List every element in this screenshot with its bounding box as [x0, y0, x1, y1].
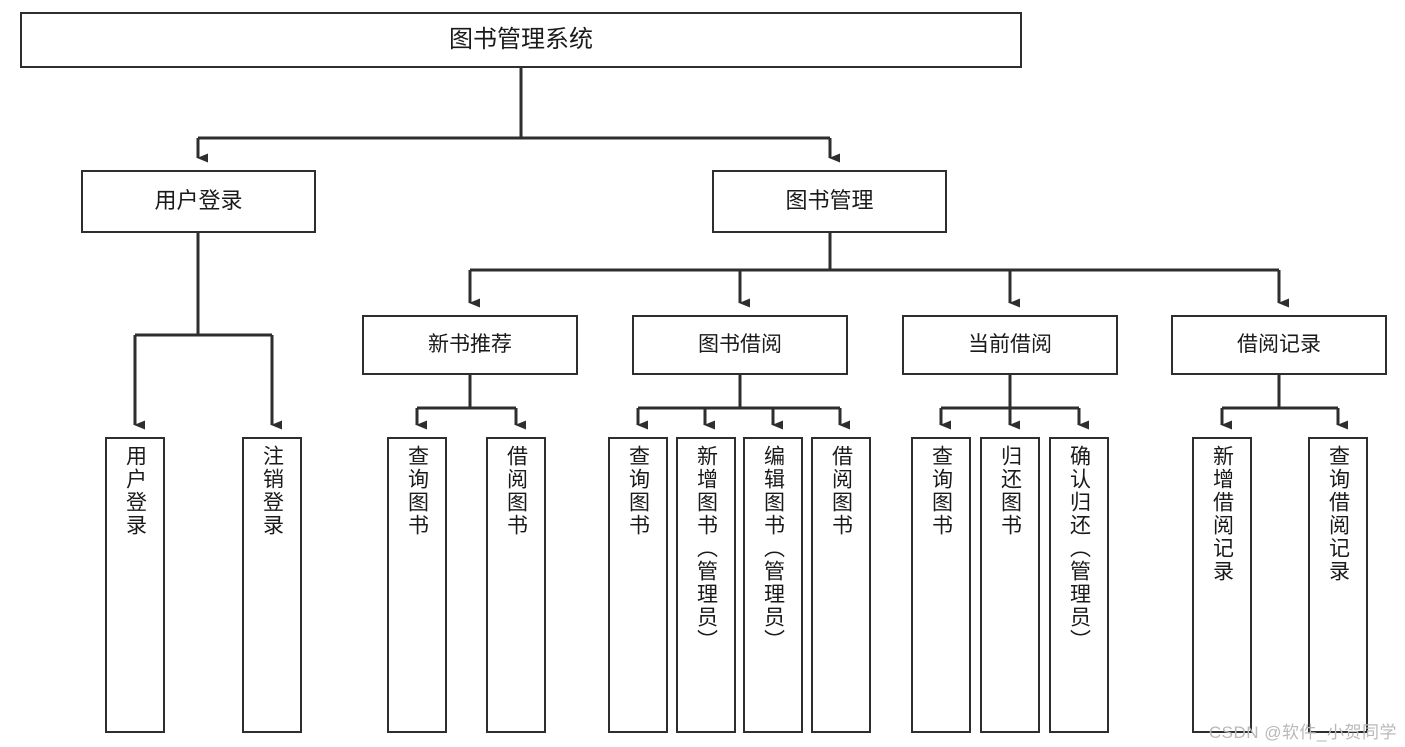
node-leaf-add-borrow-record[interactable]: 新增借阅记录	[1192, 437, 1252, 733]
node-book-borrow[interactable]: 图书借阅	[632, 315, 848, 375]
node-current-borrow[interactable]: 当前借阅	[902, 315, 1118, 375]
node-leaf-edit-book-admin[interactable]: 编辑图书（管理员）	[743, 437, 803, 733]
node-label: 查询图书	[405, 445, 429, 537]
node-leaf-confirm-return-admin[interactable]: 确认归还（管理员）	[1049, 437, 1109, 733]
node-label: 图书借阅	[698, 332, 782, 356]
node-label: 归还图书	[998, 445, 1022, 537]
node-leaf-query-borrow-record[interactable]: 查询借阅记录	[1308, 437, 1368, 733]
node-leaf-borrow-book-2[interactable]: 借阅图书	[811, 437, 871, 733]
node-book-management[interactable]: 图书管理	[712, 170, 947, 233]
node-label: 查询图书	[626, 445, 650, 537]
node-label: 图书管理系统	[449, 25, 593, 53]
node-user-login[interactable]: 用户登录	[81, 170, 316, 233]
csdn-watermark: CSDN @软件_小贺同学	[1208, 723, 1397, 742]
node-label: 新书推荐	[428, 332, 512, 356]
node-leaf-borrow-book-rec[interactable]: 借阅图书	[486, 437, 546, 733]
node-label: 当前借阅	[968, 332, 1052, 356]
node-leaf-user-login[interactable]: 用户登录	[105, 437, 165, 733]
node-leaf-add-book-admin[interactable]: 新增图书（管理员）	[676, 437, 736, 733]
node-leaf-return-book[interactable]: 归还图书	[980, 437, 1040, 733]
node-label: 查询借阅记录	[1326, 445, 1350, 583]
node-label: 用户登录	[154, 188, 243, 214]
node-leaf-query-book-current[interactable]: 查询图书	[911, 437, 971, 733]
node-label: 借阅记录	[1237, 332, 1321, 356]
node-label: 借阅图书	[504, 445, 528, 537]
node-new-book-recommendation[interactable]: 新书推荐	[362, 315, 578, 375]
node-label: 借阅图书	[829, 445, 853, 537]
node-label: 用户登录	[123, 445, 147, 537]
node-label: 确认归还（管理员）	[1067, 445, 1091, 652]
node-label: 新增图书（管理员）	[694, 445, 718, 652]
node-borrow-record[interactable]: 借阅记录	[1171, 315, 1387, 375]
node-label: 查询图书	[929, 445, 953, 537]
node-root-book-management-system[interactable]: 图书管理系统	[20, 12, 1022, 68]
node-label: 图书管理	[785, 188, 874, 214]
node-label: 注销登录	[260, 445, 284, 537]
node-label: 新增借阅记录	[1210, 445, 1234, 583]
node-leaf-query-book-rec[interactable]: 查询图书	[387, 437, 447, 733]
node-label: 编辑图书（管理员）	[761, 445, 785, 652]
node-leaf-query-book-borrow[interactable]: 查询图书	[608, 437, 668, 733]
node-leaf-logout-login[interactable]: 注销登录	[242, 437, 302, 733]
